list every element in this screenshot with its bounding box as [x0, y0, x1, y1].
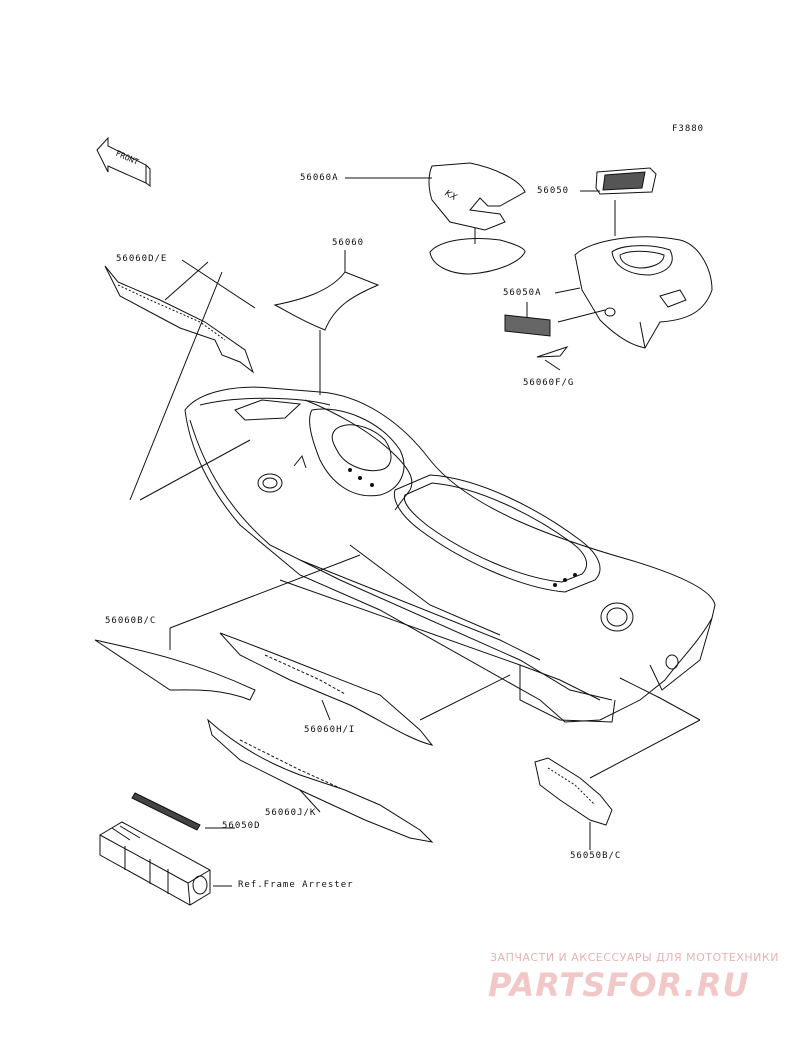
- part-label-56060JK: 56060J/K: [265, 808, 317, 818]
- seat-decal-lower: [429, 228, 526, 275]
- part-label-56050A: 56050A: [503, 288, 542, 298]
- ref-frame-arrester-label: Ref.Frame Arrester: [238, 880, 354, 890]
- part-label-56050: 56050: [537, 186, 570, 196]
- small-label-decal: [131, 792, 201, 831]
- part-label-56060A: 56060A: [300, 173, 339, 183]
- center-stripe-decal: [273, 271, 380, 331]
- front-arrow-icon: FRONT: [96, 136, 151, 187]
- part-label-56060FG: 56060F/G: [523, 378, 575, 388]
- part-label-56050BC: 56050B/C: [570, 851, 622, 861]
- watermark-tagline: ЗАПЧАСТИ И АКСЕССУАРЫ ДЛЯ МОТОТЕХНИКИ: [490, 951, 779, 964]
- watermark-logo: PARTSFOR.RU: [488, 966, 750, 1004]
- kawasaki-logo-decal: [595, 167, 657, 195]
- long-side-stripe-decal: [94, 639, 256, 701]
- side-logo-decal: [504, 314, 551, 337]
- watercraft-hull: [184, 386, 716, 723]
- front-side-stripe-decal: [104, 265, 255, 374]
- hood-cover: [574, 236, 713, 349]
- part-label-56050D: 56050D: [222, 821, 261, 831]
- part-label-56060DE: 56060D/E: [116, 254, 168, 264]
- small-triangle-decal: [536, 346, 569, 358]
- diagram-code: F3880: [672, 124, 705, 134]
- lower-side-stripe-decal: [207, 718, 434, 843]
- part-label-56060HI: 56060H/I: [304, 725, 356, 735]
- rear-decal: [534, 757, 613, 826]
- seat-decal-upper: KX: [428, 162, 526, 231]
- frame-arrester: [99, 821, 211, 906]
- part-label-56060: 56060: [332, 238, 365, 248]
- mid-side-stripe-decal: [219, 632, 434, 746]
- part-label-56060BC: 56060B/C: [105, 616, 157, 626]
- leader-lines: [129, 177, 701, 887]
